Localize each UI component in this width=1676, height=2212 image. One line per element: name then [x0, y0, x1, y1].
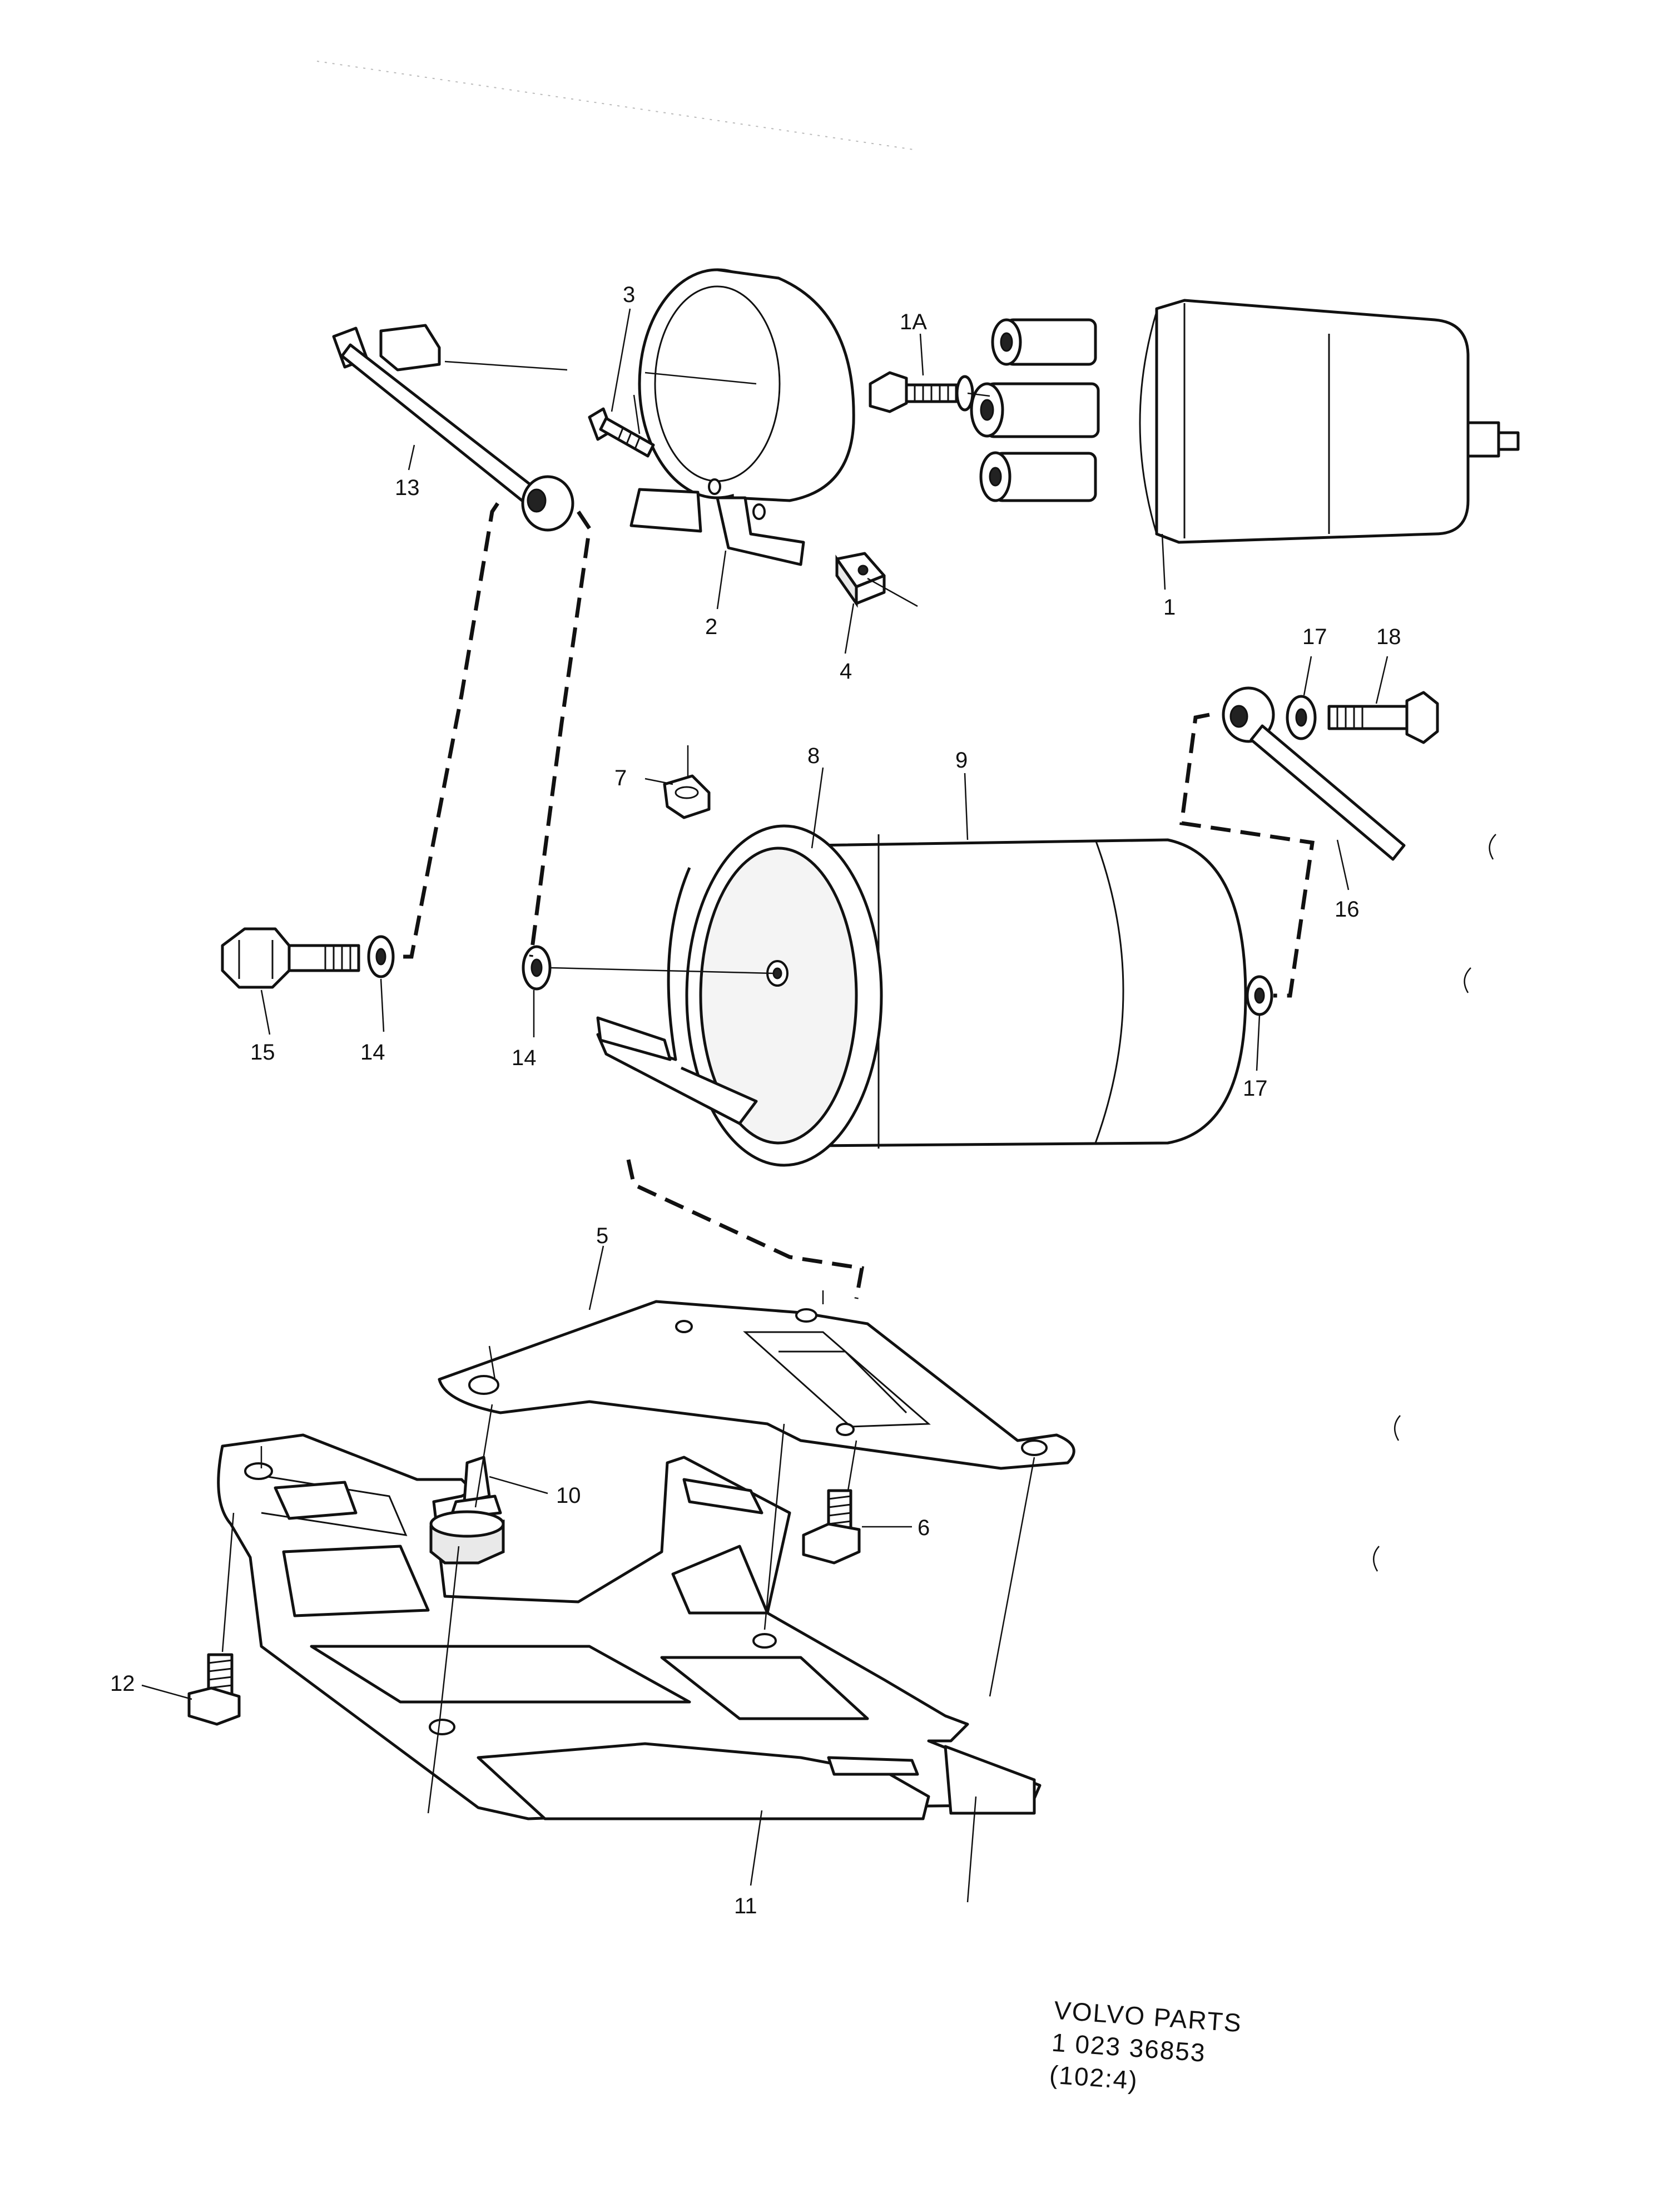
outlet-nozzle [970, 382, 1100, 438]
part-8-clamp-band [596, 824, 883, 1167]
scan-marks [1373, 834, 1496, 1572]
callout-13: 13 [395, 476, 420, 500]
part-3-bolt [588, 407, 655, 458]
callout-1: 1 [1163, 595, 1176, 620]
part-10-rubber-mount [429, 1456, 548, 1565]
callout-18: 18 [1376, 625, 1401, 649]
part-1-cylinder [970, 299, 1520, 544]
part-12-screw [141, 1653, 241, 1726]
outlet-nozzle [979, 451, 1097, 502]
callout-17: 17 [1302, 625, 1327, 649]
part-11-base-frame [217, 1433, 1042, 1820]
assembly-lines [221, 392, 1035, 1903]
part-17-washer [1246, 975, 1273, 1016]
callout-9: 9 [955, 748, 968, 773]
part-18-bolt [1327, 691, 1439, 744]
callout-15: 15 [250, 1040, 275, 1065]
scan-artifact-line [316, 61, 918, 151]
part-9-large-cylinder [810, 834, 1247, 1149]
callout-2: 2 [705, 615, 717, 639]
callout-4: 4 [840, 659, 852, 684]
callout-labels: 1 1A 2 3 4 5 6 7 8 9 10 11 12 13 14 14 1… [110, 283, 1401, 1918]
callout-14: 14 [512, 1046, 537, 1070]
callout-3: 3 [623, 283, 635, 307]
callout-8: 8 [807, 744, 820, 768]
assembly-dashed-lines [392, 502, 1315, 1299]
callout-6: 6 [918, 1516, 930, 1540]
callout-16: 16 [1335, 897, 1360, 922]
part-5-mounting-plate [438, 1300, 1075, 1470]
callout-10: 10 [556, 1483, 581, 1508]
callout-7: 7 [614, 766, 627, 790]
part-13-rod [332, 324, 574, 532]
part-6-screw [802, 1489, 912, 1565]
callout-11: 11 [734, 1894, 757, 1918]
part-1a-nut-stud [869, 371, 974, 413]
reference-code: (102:4) [1049, 2060, 1139, 2095]
part-4-square-nut [835, 552, 886, 608]
part-15-hex-bolt [221, 927, 360, 989]
part-2-clamp-bracket [629, 268, 855, 566]
callout-14: 14 [360, 1040, 385, 1065]
reference-block: VOLVO PARTS 1 023 36853 (102:4) [1049, 1996, 1243, 2095]
callout-5: 5 [596, 1224, 608, 1248]
part-17-washer [1286, 695, 1317, 740]
part-7-small-nut [663, 745, 711, 819]
outlet-nozzle [991, 318, 1097, 366]
callout-17: 17 [1243, 1076, 1268, 1101]
callout-1a: 1A [900, 310, 927, 334]
part-14-washer [522, 945, 773, 991]
callout-leaders [260, 308, 1389, 1886]
part-16-eyelet-rod [1222, 686, 1406, 861]
part-14-washer [367, 935, 395, 978]
callout-12: 12 [110, 1671, 135, 1696]
